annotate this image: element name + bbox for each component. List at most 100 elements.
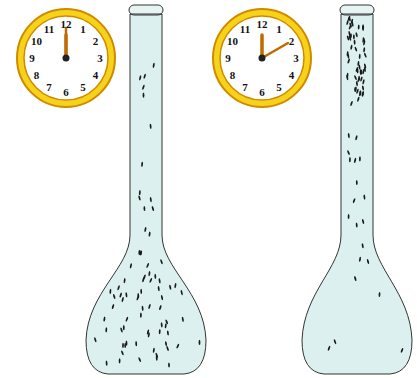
particle <box>138 250 140 255</box>
particle <box>355 87 357 92</box>
particle <box>140 313 142 318</box>
particle <box>176 343 180 348</box>
clock-number: 2 <box>93 36 99 47</box>
clock-pivot <box>259 55 266 62</box>
particle <box>378 292 380 297</box>
particle <box>361 91 364 96</box>
particle <box>362 37 365 42</box>
particle <box>355 67 358 73</box>
clock-number: 4 <box>289 70 295 81</box>
particle <box>348 214 350 219</box>
particle <box>354 276 357 282</box>
particle <box>362 37 365 43</box>
particle <box>139 75 142 80</box>
particle <box>142 85 145 91</box>
particle <box>160 259 163 265</box>
particle <box>180 290 183 295</box>
particle <box>348 16 351 21</box>
particle <box>168 362 170 367</box>
particle <box>359 257 362 262</box>
particle <box>359 91 362 96</box>
particle <box>103 316 106 321</box>
clock-number: 8 <box>230 70 236 81</box>
clock-rim <box>213 9 311 107</box>
particle <box>354 39 356 44</box>
particle <box>138 195 141 200</box>
particle <box>135 341 137 346</box>
particle <box>362 26 364 31</box>
particle <box>129 263 132 268</box>
particle <box>138 357 142 362</box>
particle <box>144 227 147 232</box>
clock-group <box>17 9 311 107</box>
particle <box>363 195 365 200</box>
particle <box>125 292 128 297</box>
clock-number: 3 <box>97 53 103 64</box>
particle <box>357 77 361 82</box>
particle <box>354 75 358 80</box>
particle <box>143 93 145 98</box>
particle <box>109 289 111 294</box>
particle <box>121 297 124 302</box>
particle <box>347 150 351 155</box>
particle <box>157 286 159 291</box>
flask-rim <box>341 14 373 15</box>
particle <box>148 271 151 276</box>
particle <box>159 329 161 334</box>
clock-number: 7 <box>242 82 248 93</box>
particle <box>359 54 361 59</box>
particle <box>362 219 365 224</box>
volumetric-flask <box>302 14 412 374</box>
clock-number: 9 <box>225 53 231 64</box>
particle <box>154 274 156 279</box>
clock-number: 3 <box>293 53 299 64</box>
particle <box>140 289 142 294</box>
clock-number: 12 <box>61 19 72 30</box>
particle <box>199 340 201 345</box>
particle <box>164 323 167 328</box>
particle <box>94 337 97 343</box>
particle <box>333 339 337 344</box>
particle <box>400 348 404 353</box>
minute-hand <box>262 43 288 58</box>
particle <box>143 206 145 211</box>
particle <box>165 341 168 346</box>
particle <box>354 87 356 92</box>
particle <box>360 69 363 74</box>
minute-hand <box>65 28 68 58</box>
particle <box>159 305 162 311</box>
particle <box>136 295 140 300</box>
particle <box>123 278 126 283</box>
flask-stopper <box>129 5 163 15</box>
particle <box>167 330 169 335</box>
particle <box>362 69 364 74</box>
particle <box>117 285 120 291</box>
particle <box>123 325 125 330</box>
particle <box>346 20 349 25</box>
particle <box>158 278 161 283</box>
particle <box>143 73 146 79</box>
clock-number: 6 <box>259 87 265 98</box>
particle <box>362 85 365 90</box>
particle <box>356 180 358 185</box>
clock-number: 10 <box>227 36 238 47</box>
particle <box>106 361 108 366</box>
particle <box>139 250 142 255</box>
particle <box>364 53 368 58</box>
flask-group <box>86 5 412 374</box>
particle <box>105 327 107 332</box>
particle <box>363 47 365 52</box>
clock-number: 1 <box>276 23 282 34</box>
particle <box>174 283 177 288</box>
particle <box>364 63 367 68</box>
particle <box>327 346 331 351</box>
particle <box>149 124 151 129</box>
clock-number: 6 <box>63 87 69 98</box>
particle <box>359 156 361 161</box>
particle <box>120 327 123 332</box>
particle <box>366 259 369 264</box>
particle <box>350 45 353 50</box>
particle <box>152 63 155 68</box>
particle <box>346 75 349 80</box>
